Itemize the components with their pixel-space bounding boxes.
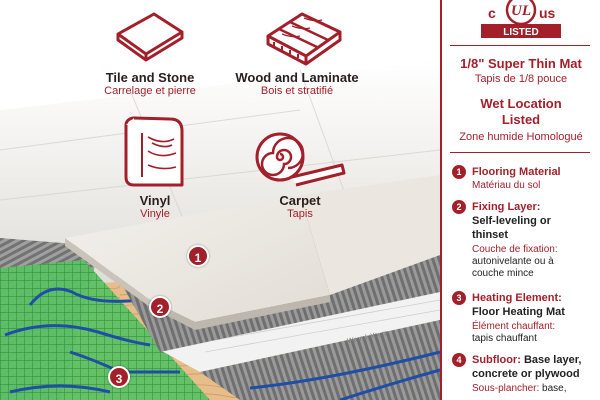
carpet-label: Carpet Tapis (255, 193, 345, 220)
legend-4-subtitle: Sous-plancher: (472, 383, 540, 394)
legend-item-3: 3 Heating Element: Floor Heating Mat Élé… (452, 290, 598, 348)
legend-number-1: 1 (452, 165, 466, 179)
legend-4-title-line2: concrete or plywood (472, 368, 580, 380)
mat-subtitle: Tapis de 1/8 pouce (474, 73, 568, 85)
carpet-title: Carpet (279, 193, 321, 208)
legend-number-4: 4 (452, 353, 466, 367)
callout-3: 3 (108, 366, 130, 388)
carpet-subtitle: Tapis (287, 208, 313, 220)
ul-us-mark: us (539, 5, 556, 21)
legend-4-title: Subfloor: (472, 354, 521, 366)
callout-2: 2 (149, 296, 171, 318)
tile-icon (116, 12, 184, 62)
wood-laminate-subtitle: Bois et stratifié (260, 85, 334, 97)
tile-stone-label: Tile and Stone Carrelage et pierre (100, 70, 200, 97)
ul-center-mark: UL (511, 3, 531, 19)
panel-divider-top (450, 45, 590, 46)
legend-1-title: Flooring Material (472, 166, 561, 178)
tile-stone-title: Tile and Stone (105, 70, 195, 85)
legend-1-subtitle: Matériau du sol (472, 180, 541, 191)
legend-number-3: 3 (452, 291, 466, 305)
ul-listed-logo: c UL us LISTED (481, 0, 561, 38)
legend-3-subtitle-line: tapis chauffant (472, 333, 537, 344)
vinyl-title: Vinyl (139, 193, 171, 208)
legend-4-subtitle-row: Sous-plancher: base, (472, 383, 567, 395)
vinyl-subtitle: Vinyle (140, 208, 170, 220)
wet-title-line2: Listed (501, 112, 541, 127)
spec-panel (440, 0, 600, 400)
callout-1: 1 (187, 245, 209, 267)
legend-3-subtitle: Élément chauffant: (472, 321, 556, 332)
wood-icon (266, 12, 342, 66)
legend-item-2: 2 Fixing Layer: Self-leveling or thinset… (452, 199, 598, 287)
legend-4-title-line1: Base layer, (523, 354, 582, 366)
legend-item-4: 4 Subfloor: Base layer, concrete or plyw… (452, 352, 598, 400)
ul-c-mark: c (488, 5, 496, 21)
legend-2-subtitle-line2: couche mince (472, 268, 534, 279)
legend-4-subtitle-line: base, (542, 383, 567, 394)
carpet-roll-icon (255, 132, 346, 187)
wet-subtitle: Zone humide Homologué (459, 131, 583, 143)
tile-stone-subtitle: Carrelage et pierre (104, 85, 196, 97)
ul-listed-text: LISTED (503, 27, 539, 38)
legend-2-title-line1: Self-leveling or (472, 215, 551, 227)
legend-number-2: 2 (452, 200, 466, 214)
panel-divider-mid (450, 152, 590, 153)
legend-3-title: Heating Element: (472, 292, 562, 304)
legend-item-1: 1 Flooring Material Matériau du sol (452, 164, 598, 194)
mat-title: 1/8" Super Thin Mat (460, 56, 582, 71)
vinyl-roll-icon (124, 116, 184, 187)
legend-2-title: Fixing Layer: (472, 201, 541, 213)
legend-2-subtitle: Couche de fixation: (472, 244, 558, 255)
legend-4-title-row: Subfloor: Base layer, (472, 354, 581, 367)
wood-laminate-label: Wood and Laminate Bois et stratifié (232, 70, 362, 97)
legend-2-subtitle-line1: autonivelante ou à (472, 256, 554, 267)
wood-laminate-title: Wood and Laminate (235, 70, 359, 85)
vinyl-label: Vinyl Vinyle (115, 193, 195, 220)
legend-3-title-line: Floor Heating Mat (472, 306, 565, 318)
legend-2-title-line2: thinset (472, 229, 509, 241)
wet-title-line1: Wet Location (480, 96, 562, 111)
